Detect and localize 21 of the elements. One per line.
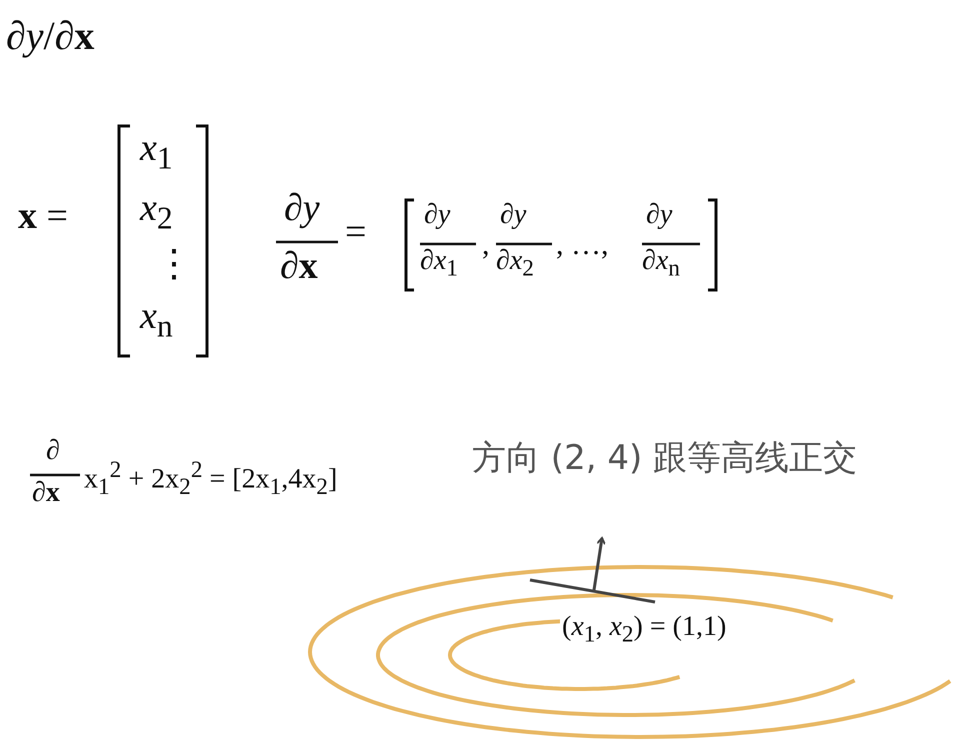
formula-text: x$_{1}$$^{2}$ + 2x$_{2}$$^{2}$ = [2x$_{1}$,4x$_{2}$] bbox=[84, 458, 338, 501]
fraction-denominator: ∂x$_{2}$ bbox=[496, 246, 534, 282]
fraction-numerator: ∂ bbox=[46, 436, 60, 467]
fraction-numerator: ∂y bbox=[284, 188, 320, 230]
formula-text: = bbox=[345, 212, 366, 254]
formula-text: , bbox=[482, 228, 490, 261]
fraction-denominator: ∂x$_{1}$ bbox=[420, 246, 458, 282]
note-text: 方向 (2, 4) 跟等高线正交 bbox=[472, 440, 858, 478]
fraction-denominator: ∂x bbox=[32, 478, 60, 509]
vector-entry: x$_{2}$ bbox=[140, 188, 173, 236]
formula-text: x = bbox=[18, 196, 68, 238]
fraction-numerator: ∂y bbox=[500, 200, 526, 231]
vector-entry: x$_{n}$ bbox=[140, 296, 173, 344]
fraction-numerator: ∂y bbox=[424, 200, 450, 231]
vector-entry: ⋮ bbox=[155, 244, 193, 286]
fraction-numerator: ∂y bbox=[646, 200, 672, 231]
title-formula: ∂y/∂x bbox=[6, 14, 94, 58]
fraction-denominator: ∂x$_{n}$ bbox=[642, 246, 680, 282]
vector-entry: x$_{1}$ bbox=[140, 128, 173, 176]
formula-text: , …, bbox=[556, 228, 608, 261]
fraction-denominator: ∂x bbox=[280, 246, 318, 288]
